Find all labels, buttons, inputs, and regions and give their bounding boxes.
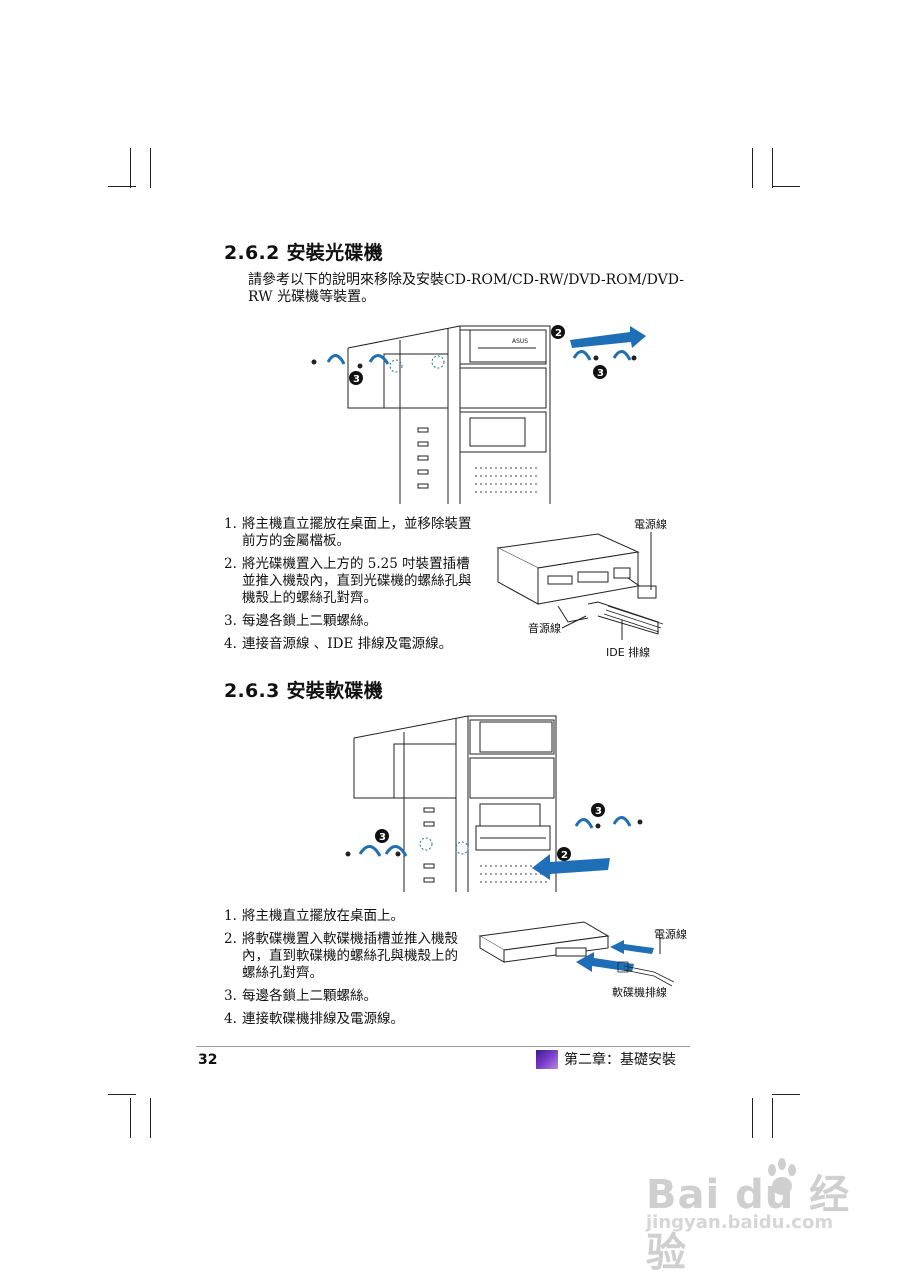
- audio-cable-label: 音源線: [528, 621, 561, 635]
- intro-paragraph: 請參考以下的說明來移除及安裝CD-ROM/CD-RW/DVD-ROM/DVD-R…: [248, 272, 684, 305]
- floppy-cables-diagram: 電源線 軟碟機排線: [478, 921, 687, 999]
- crop-mark: [752, 148, 753, 188]
- marker-label: 2: [561, 850, 568, 861]
- crop-mark: [772, 148, 773, 188]
- watermark: Bai du 经验 jingyan.baidu.com: [636, 1150, 856, 1276]
- page-number: 32: [198, 1052, 218, 1068]
- paw-icon: [768, 1158, 796, 1195]
- list-item: 2.將光碟機置入上方的 5.25 吋裝置插槽並推入機殼內，直到光碟機的螺絲孔與機…: [224, 556, 472, 606]
- ide-cable-label: IDE 排線: [606, 645, 650, 659]
- section-heading: 2.6.2 安裝光碟機: [224, 242, 384, 264]
- crop-mark: [772, 1098, 773, 1138]
- crop-mark: [108, 186, 136, 187]
- crop-mark: [772, 186, 800, 187]
- crop-mark: [130, 1098, 131, 1138]
- floppy-cables-figure: 電源線 軟碟機排線: [474, 914, 694, 1004]
- chapter-label: 第二章：基礎安裝: [536, 1049, 676, 1069]
- chapter-title: 第二章：基礎安裝: [564, 1052, 676, 1068]
- drive-brand-label: ASUS: [512, 338, 528, 345]
- marker-label: 2: [555, 328, 562, 339]
- cdrom-cables-figure: 電源線 音源線 IDE 排線: [488, 512, 678, 662]
- insert-arrow-icon: [532, 854, 610, 880]
- marker-label: 3: [353, 374, 360, 385]
- cdrom-steps-list: 1.將主機直立擺放在桌面上，並移除裝置前方的金屬檔板。 2.將光碟機置入上方的 …: [224, 516, 476, 659]
- chapter-color-swatch: [536, 1049, 558, 1069]
- list-item: 3.每邊各鎖上二顆螺絲。: [224, 613, 377, 629]
- cdrom-install-diagram: ASUS 2 3 3: [311, 325, 646, 504]
- floppy-steps-list: 1.將主機直立擺放在桌面上。 2.將軟碟機置入軟碟機插槽並推入機殼內，直到軟碟機…: [224, 908, 470, 1034]
- insert-arrow-icon: [570, 326, 646, 348]
- watermark-brand: Bai du 经验: [646, 1172, 851, 1276]
- marker-label: 3: [595, 806, 602, 817]
- section-heading: 2.6.3 安裝軟碟機: [224, 680, 384, 702]
- crop-mark: [108, 1094, 136, 1095]
- power-arrow-icon: [610, 940, 654, 954]
- marker-label: 3: [379, 832, 386, 843]
- list-item: 4.連接軟碟機排線及電源線。: [224, 1011, 404, 1027]
- crop-mark: [130, 148, 131, 188]
- list-item: 3.每邊各鎖上二顆螺絲。: [224, 988, 377, 1004]
- list-item: 4.連接音源線 、IDE 排線及電源線。: [224, 636, 453, 652]
- power-cable-label: 電源線: [634, 517, 667, 531]
- floppy-install-figure: 3 3 2: [340, 708, 650, 892]
- floppy-install-diagram: 3 3 2: [345, 715, 643, 892]
- list-item: 1.將主機直立擺放在桌面上，並移除裝置前方的金屬檔板。: [224, 516, 472, 549]
- list-item: 2.將軟碟機置入軟碟機插槽並推入機殼內，直到軟碟機的螺絲孔與機殼上的螺絲孔對齊。: [224, 931, 458, 981]
- power-cable-label: 電源線: [654, 927, 687, 941]
- marker-label: 3: [597, 368, 604, 379]
- crop-mark: [752, 1098, 753, 1138]
- list-item: 1.將主機直立擺放在桌面上。: [224, 908, 404, 924]
- crop-mark: [772, 1094, 800, 1095]
- watermark-url: jingyan.baidu.com: [646, 1212, 834, 1233]
- cdrom-cables-diagram: 電源線 音源線 IDE 排線: [496, 517, 667, 659]
- floppy-cable-label: 軟碟機排線: [612, 985, 667, 999]
- cdrom-install-figure: ASUS 2 3 3: [300, 318, 650, 504]
- crop-mark: [150, 148, 151, 188]
- footer-divider: [196, 1046, 690, 1047]
- cable-arrow-icon: [576, 952, 634, 972]
- crop-mark: [150, 1098, 151, 1138]
